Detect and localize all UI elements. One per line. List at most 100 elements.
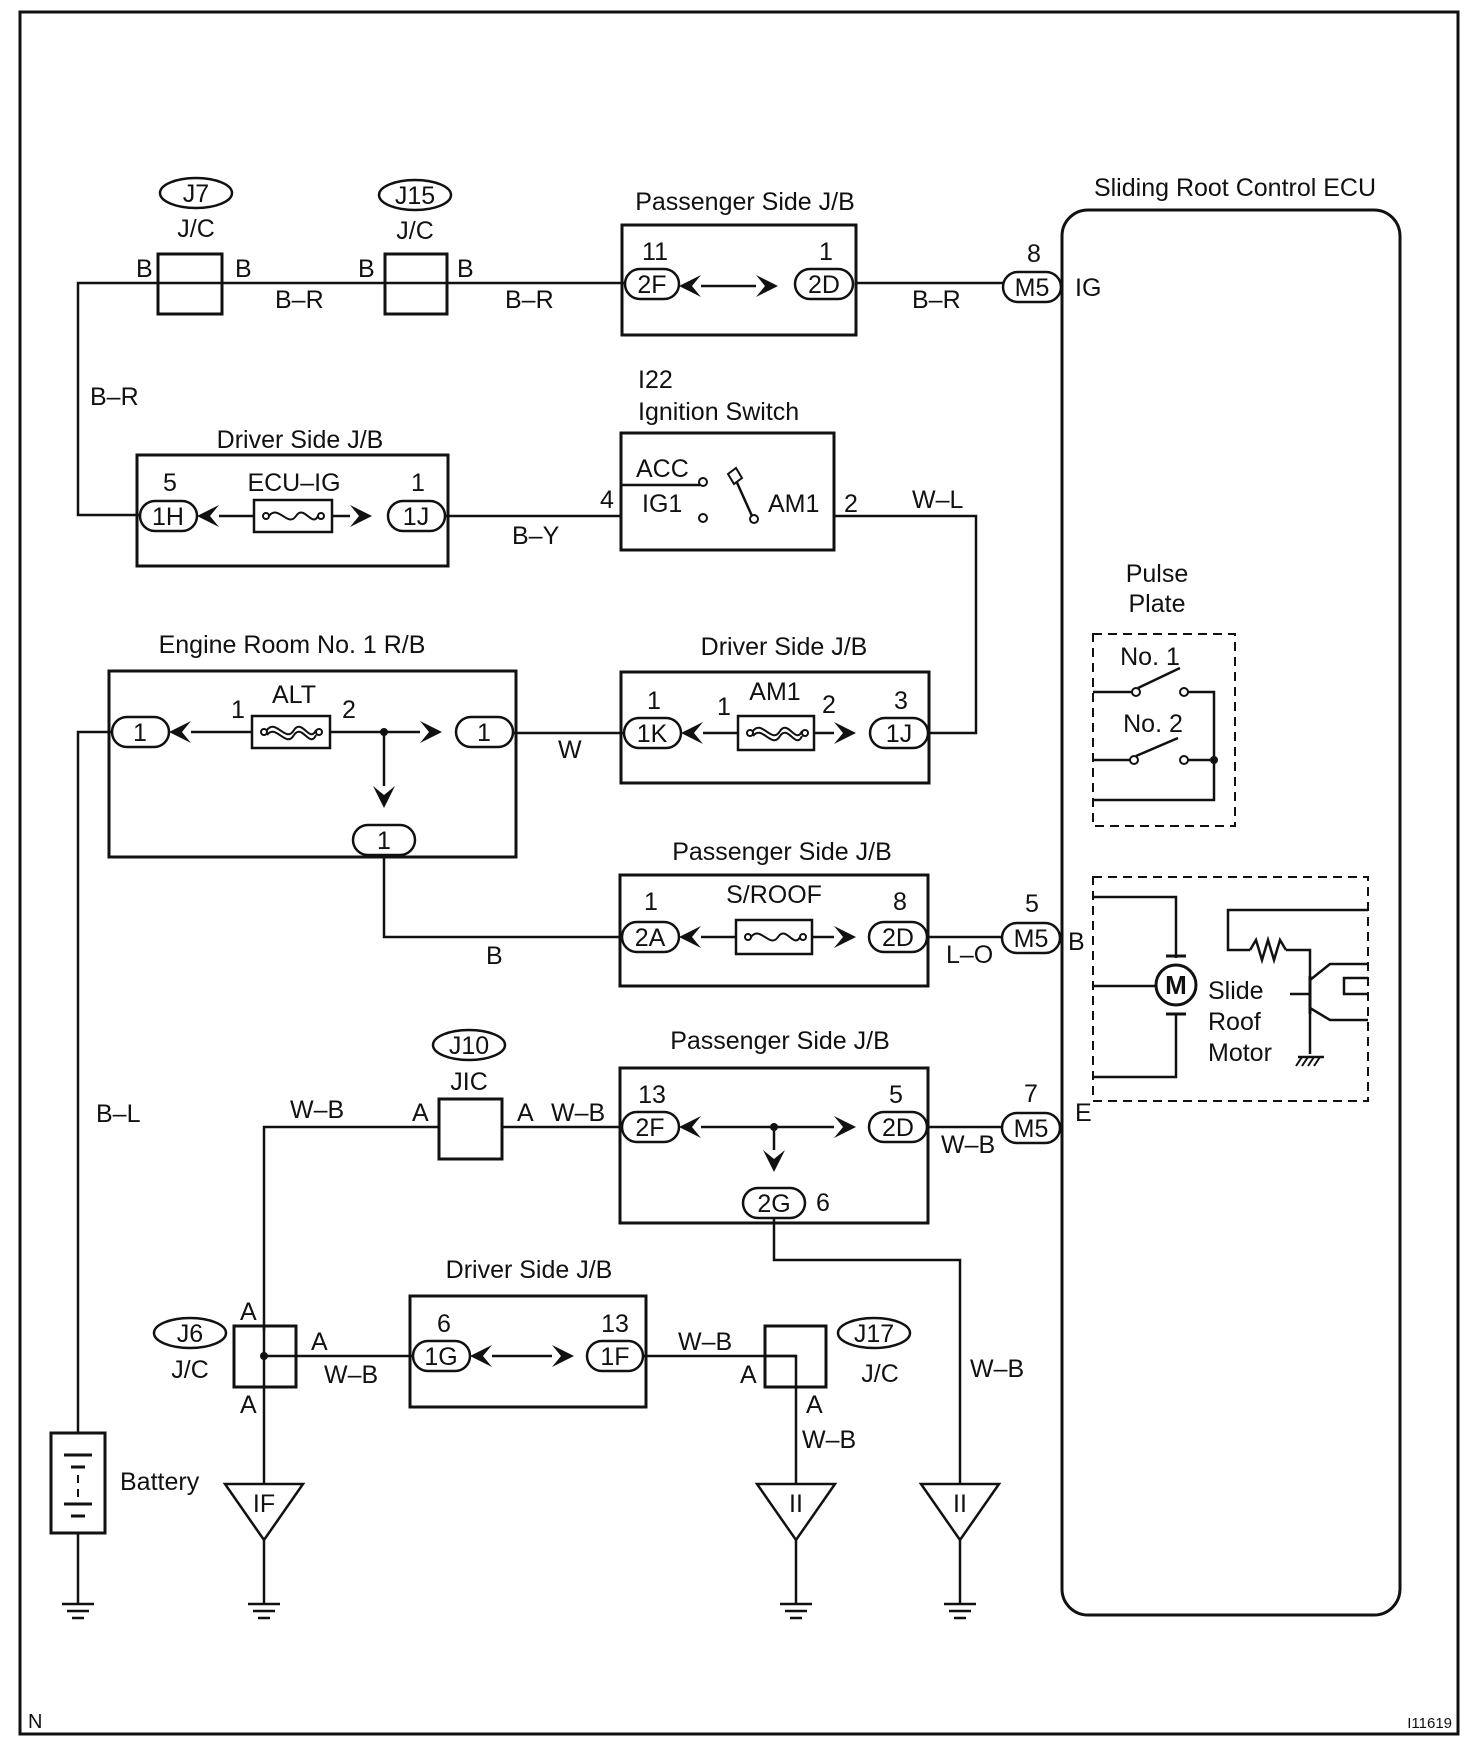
junction-j15: J15 J/C: [377, 178, 453, 316]
driver-jb-3-pin-left: 6: [437, 1310, 451, 1338]
ecu-ig-pin: 8: [1027, 240, 1041, 268]
wire-label-br3: B–R: [912, 286, 961, 314]
driver-jb-3-conn-left: 1G: [424, 1343, 457, 1371]
ignition-am1-label: AM1: [768, 490, 819, 518]
wire-label-a-j17-bottom: A: [806, 1391, 823, 1419]
wire-label-wb1: W–B: [290, 1096, 344, 1124]
junction-j10-type: JIC: [450, 1068, 488, 1096]
ignition-acc-label: ACC: [636, 455, 689, 483]
row-ig-feed: J7 J/C B B B–R J15 J/C B B B–R Passenger…: [76, 176, 1003, 517]
fusible-link-icon: [260, 725, 323, 741]
pulse-plate-title-2: Plate: [1129, 590, 1186, 618]
wire-label-a1: A: [412, 1099, 429, 1127]
wire-label-b2: B: [235, 255, 252, 283]
row-ignition: Driver Side J/B 5 1H ECU–IG 1 1J B–Y I22: [135, 366, 978, 735]
row-battery-feed: Engine Room No. 1 R/B 1 1 ALT 2 1: [107, 631, 931, 859]
pulse-plate-title-1: Pulse: [1126, 560, 1189, 588]
wire-label-wb3: W–B: [941, 1131, 995, 1159]
page-frame: [18, 10, 1460, 1736]
wire-label-wb2: W–B: [551, 1099, 605, 1127]
wire-label-by: B–Y: [512, 522, 560, 550]
slide-roof-motor-circuit: M Slide Roof Motor: [1092, 876, 1369, 1102]
wire-label-b-sroof: B: [486, 942, 503, 970]
driver-jb-1-conn-left: 1H: [152, 503, 184, 531]
passenger-jb-2: Passenger Side J/B 1 2A S/ROOF 8 2D: [618, 838, 930, 988]
junction-j15-tag: J15: [395, 182, 435, 210]
ground-point-3: II: [953, 1490, 967, 1518]
driver-jb-2-pin-right: 3: [894, 687, 908, 715]
ecu-b-pin: 5: [1025, 890, 1039, 918]
junction-j10-tag: J10: [449, 1032, 489, 1060]
ecu-terminal-b: B: [1068, 928, 1085, 956]
driver-jb-2-fuse-pin-right: 2: [822, 691, 836, 719]
junction-j7: J7 J/C: [156, 176, 234, 316]
ignition-switch-lever-icon: [726, 466, 759, 524]
ecu-title: Sliding Root Control ECU: [1094, 174, 1376, 202]
corner-mark-left: N: [28, 1711, 42, 1733]
engine-room-rb: Engine Room No. 1 R/B 1 1 ALT 2 1: [107, 631, 518, 859]
ignition-pin-left: 4: [600, 486, 614, 514]
junction-j17-tag: J17: [854, 1320, 894, 1348]
wire-label-br1: B–R: [275, 286, 324, 314]
motor-icon: M: [1165, 970, 1187, 1000]
junction-j15-type: J/C: [396, 217, 434, 245]
engine-room-rb-conn-left: 1: [133, 719, 147, 747]
wire-label-b4: B: [457, 255, 474, 283]
wire-label-br2: B–R: [505, 286, 554, 314]
row-sroof: B Passenger Side J/B 1 2A S/ROOF 8 2D L–…: [382, 838, 1002, 988]
engine-room-rb-title: Engine Room No. 1 R/B: [159, 631, 426, 659]
ecu-ig-connector: M5: [1015, 274, 1050, 302]
ground-point-1: IF: [253, 1490, 275, 1518]
ignition-ig1-label: IG1: [642, 490, 682, 518]
passenger-jb-1-pin-left: 11: [642, 238, 668, 266]
passenger-jb-3-conn-left: 2F: [635, 1114, 664, 1142]
passenger-jb-2-conn-left: 2A: [635, 924, 666, 952]
ground-icon: [778, 1602, 814, 1620]
pulse-plate: Pulse Plate No. 1 No. 2: [1092, 560, 1236, 827]
junction-j7-tag: J7: [183, 180, 209, 208]
junction-j7-type: J/C: [177, 215, 215, 243]
passenger-jb-1-title: Passenger Side J/B: [635, 188, 855, 216]
junction-j17-type: J/C: [861, 1360, 899, 1388]
driver-jb-2: Driver Side J/B 1 1K 1 AM1 2 3 1J: [619, 633, 931, 785]
junction-j10: J10 JIC: [431, 1028, 507, 1161]
battery-icon: [64, 1453, 92, 1518]
sliding-roof-control-ecu: Sliding Root Control ECU 8 M5 IG 5 M5 B …: [1000, 174, 1402, 1617]
engine-room-rb-fuse-pin-left: 1: [231, 696, 245, 724]
ecu-b-connector: M5: [1014, 925, 1049, 953]
motor-label-2: Roof: [1208, 1008, 1261, 1036]
passenger-jb-3-pin-bottom: 6: [816, 1189, 830, 1217]
ground-icon: [60, 1602, 96, 1620]
ecu-e-connector: M5: [1014, 1115, 1049, 1143]
ignition-pin-right: 2: [844, 490, 858, 518]
driver-jb-2-fuse-pin-left: 1: [717, 693, 731, 721]
driver-jb-2-title: Driver Side J/B: [701, 633, 868, 661]
ignition-switch-title: Ignition Switch: [638, 398, 799, 426]
passenger-jb-2-conn-right: 2D: [882, 924, 914, 952]
driver-jb-3-title: Driver Side J/B: [446, 1256, 613, 1284]
battery-circuit: B–L Battery: [49, 730, 200, 1620]
driver-jb-2-conn-left: 1K: [637, 720, 668, 748]
driver-jb-3-conn-right: 1F: [600, 1343, 629, 1371]
wire-label-b3: B: [358, 255, 375, 283]
fuse-icon: [744, 932, 807, 942]
engine-room-rb-conn-bottom: 1: [377, 827, 391, 855]
ecu-e-pin: 7: [1024, 1080, 1038, 1108]
wire-label-bl: B–L: [96, 1100, 141, 1128]
driver-jb-3-pin-right: 13: [601, 1310, 629, 1338]
motor-label-3: Motor: [1208, 1039, 1272, 1067]
driver-jb-1-fuse-label: ECU–IG: [247, 469, 340, 497]
driver-jb-2-conn-right: 1J: [886, 720, 912, 748]
row-ground-body: J6 J/C A A A W–B Driver Side J/B 6 1G 13…: [152, 1256, 912, 1620]
passenger-jb-2-pin-right: 8: [893, 888, 907, 916]
wire-label-a-j6-right: A: [311, 1328, 328, 1356]
passenger-jb-1-conn-left: 2F: [637, 271, 666, 299]
ecu-terminal-ig: IG: [1075, 274, 1101, 302]
passenger-jb-1: Passenger Side J/B 11 2F 1 2D: [620, 188, 858, 337]
passenger-jb-2-pin-left: 1: [644, 888, 658, 916]
pulse-plate-no1: No. 1: [1120, 643, 1180, 671]
passenger-jb-3-title: Passenger Side J/B: [670, 1027, 890, 1055]
wire-label-lo: L–O: [946, 941, 993, 969]
driver-jb-2-fuse-label: AM1: [749, 678, 800, 706]
passenger-jb-2-title: Passenger Side J/B: [672, 838, 892, 866]
